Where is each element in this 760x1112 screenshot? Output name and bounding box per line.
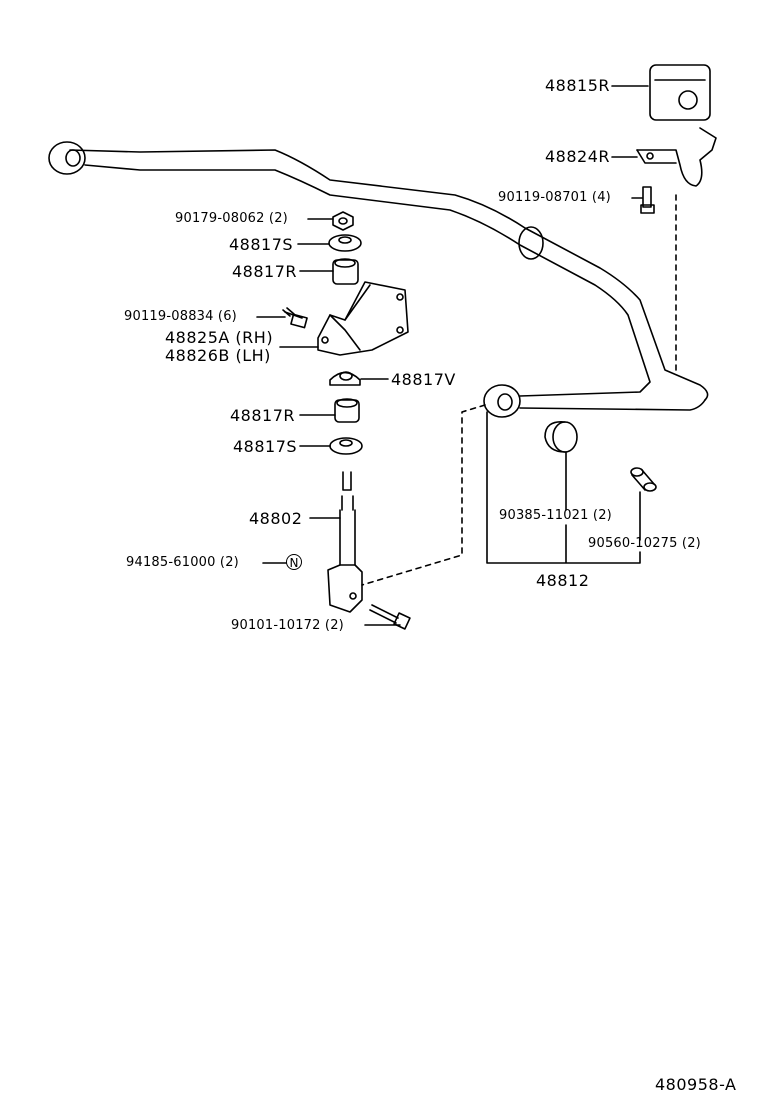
cushion-48817R-bottom bbox=[334, 398, 360, 423]
diagram-id: 480958-A bbox=[655, 1075, 737, 1094]
link-48802 bbox=[327, 471, 363, 613]
label-48812: 48812 bbox=[536, 571, 590, 590]
bolt-90101-10172 bbox=[369, 604, 411, 630]
dashed-leaders bbox=[361, 194, 677, 586]
label-90179-08062: 90179-08062 (2) bbox=[175, 211, 288, 226]
stabilizer-bar-end-right bbox=[519, 399, 706, 411]
label-48815R: 48815R bbox=[545, 76, 611, 95]
label-48802: 48802 bbox=[249, 509, 303, 528]
bushing-48815R bbox=[649, 64, 711, 121]
bar-end-eye-left bbox=[48, 141, 86, 175]
cushion-48817R-top bbox=[332, 258, 359, 285]
nut-90179-08062 bbox=[332, 211, 354, 231]
stabilizer-bar-lower-edge bbox=[84, 164, 651, 397]
stabilizer-bar-upper-edge bbox=[69, 149, 709, 401]
label-90101-10172: 90101-10172 (2) bbox=[231, 618, 344, 633]
collar-90560-10275 bbox=[630, 467, 657, 492]
bar-end-eye-right bbox=[483, 384, 521, 418]
bracket-48825A-48826B bbox=[317, 281, 409, 356]
new-part-marker-icon: N bbox=[286, 554, 302, 570]
label-90385-11021: 90385-11021 (2) bbox=[499, 508, 612, 523]
label-90560-10275: 90560-10275 (2) bbox=[588, 536, 701, 551]
leader-lines bbox=[256, 85, 649, 626]
bolt-90119-08834 bbox=[282, 307, 308, 329]
retainer-48817S-bottom bbox=[329, 437, 363, 455]
label-94185-61000: 94185-61000 (2) bbox=[126, 555, 239, 570]
label-48817S-bottom: 48817S bbox=[233, 437, 298, 456]
cushion-48817V bbox=[329, 371, 361, 386]
label-90119-08834: 90119-08834 (6) bbox=[124, 309, 237, 324]
label-48817S-top: 48817S bbox=[229, 235, 294, 254]
label-48825A: 48825A (RH) bbox=[165, 328, 274, 347]
label-90119-08701: 90119-08701 (4) bbox=[498, 190, 611, 205]
label-48824R: 48824R bbox=[545, 147, 611, 166]
bracket-48824R bbox=[636, 127, 717, 187]
label-48817R-top: 48817R bbox=[232, 262, 298, 281]
retainer-48817S-top bbox=[328, 234, 362, 252]
bushing-90385-11021 bbox=[544, 420, 578, 453]
bolt-90119-08701 bbox=[640, 186, 655, 214]
label-48826B: 48826B (LH) bbox=[165, 346, 271, 365]
label-48817R-bottom: 48817R bbox=[230, 406, 296, 425]
label-48817V: 48817V bbox=[391, 370, 456, 389]
